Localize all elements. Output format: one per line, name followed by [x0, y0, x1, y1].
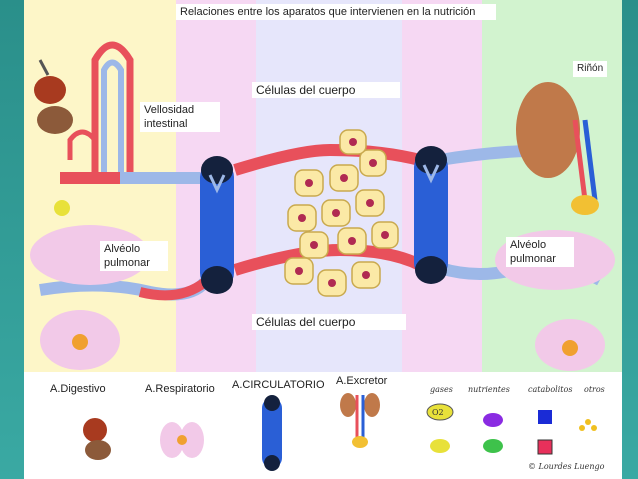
- page-title: Relaciones entre los aparatos que interv…: [176, 4, 496, 20]
- legend-o2-text: O2: [432, 408, 444, 417]
- body-cells: [284, 129, 399, 297]
- heart-left: [200, 156, 234, 294]
- cells-bottom-label: Células del cuerpo: [252, 314, 406, 330]
- legend-col-catabolites: catabolitos: [528, 385, 573, 394]
- legend-col-others: otros: [584, 385, 605, 394]
- artery-top: [233, 143, 422, 176]
- circulatory-zone: [256, 0, 402, 372]
- kidney-label: Riñón: [573, 61, 608, 77]
- digestive-organ-icon: [34, 59, 73, 216]
- circulatory-system-label: A.CIRCULATORIO: [228, 377, 329, 393]
- alveolus-left-label: Alvéolo pulmonar: [100, 241, 168, 271]
- legend-col-gases: gases: [430, 385, 453, 394]
- circulatory-system-icon: [262, 395, 282, 471]
- right-decor-bar: [622, 0, 638, 479]
- respiratory-system-icon: [160, 422, 204, 458]
- kidney-icon: [516, 82, 599, 215]
- respiratory-system-label: A.Respiratorio: [141, 381, 219, 397]
- digestive-zone: [24, 0, 176, 372]
- digestive-system-icon: [83, 418, 111, 460]
- credit-text: © Lourdes Luengo: [528, 462, 605, 471]
- digestive-system-label: A.Digestivo: [46, 381, 110, 397]
- legend-icons: [426, 403, 597, 455]
- legend-col-nutrients: nutrientes: [468, 385, 510, 394]
- intestinal-villus: [67, 41, 134, 180]
- cells-top-label: Células del cuerpo: [252, 82, 400, 98]
- excretory-system-label: A.Excretor: [332, 373, 392, 389]
- left-decor-bar: [0, 0, 24, 479]
- excretory-system-icon: [340, 393, 380, 448]
- villus-label: Vellosidad intestinal: [140, 102, 220, 132]
- alveolus-right-label: Alvéolo pulmonar: [506, 237, 574, 267]
- heart-right: [414, 146, 448, 284]
